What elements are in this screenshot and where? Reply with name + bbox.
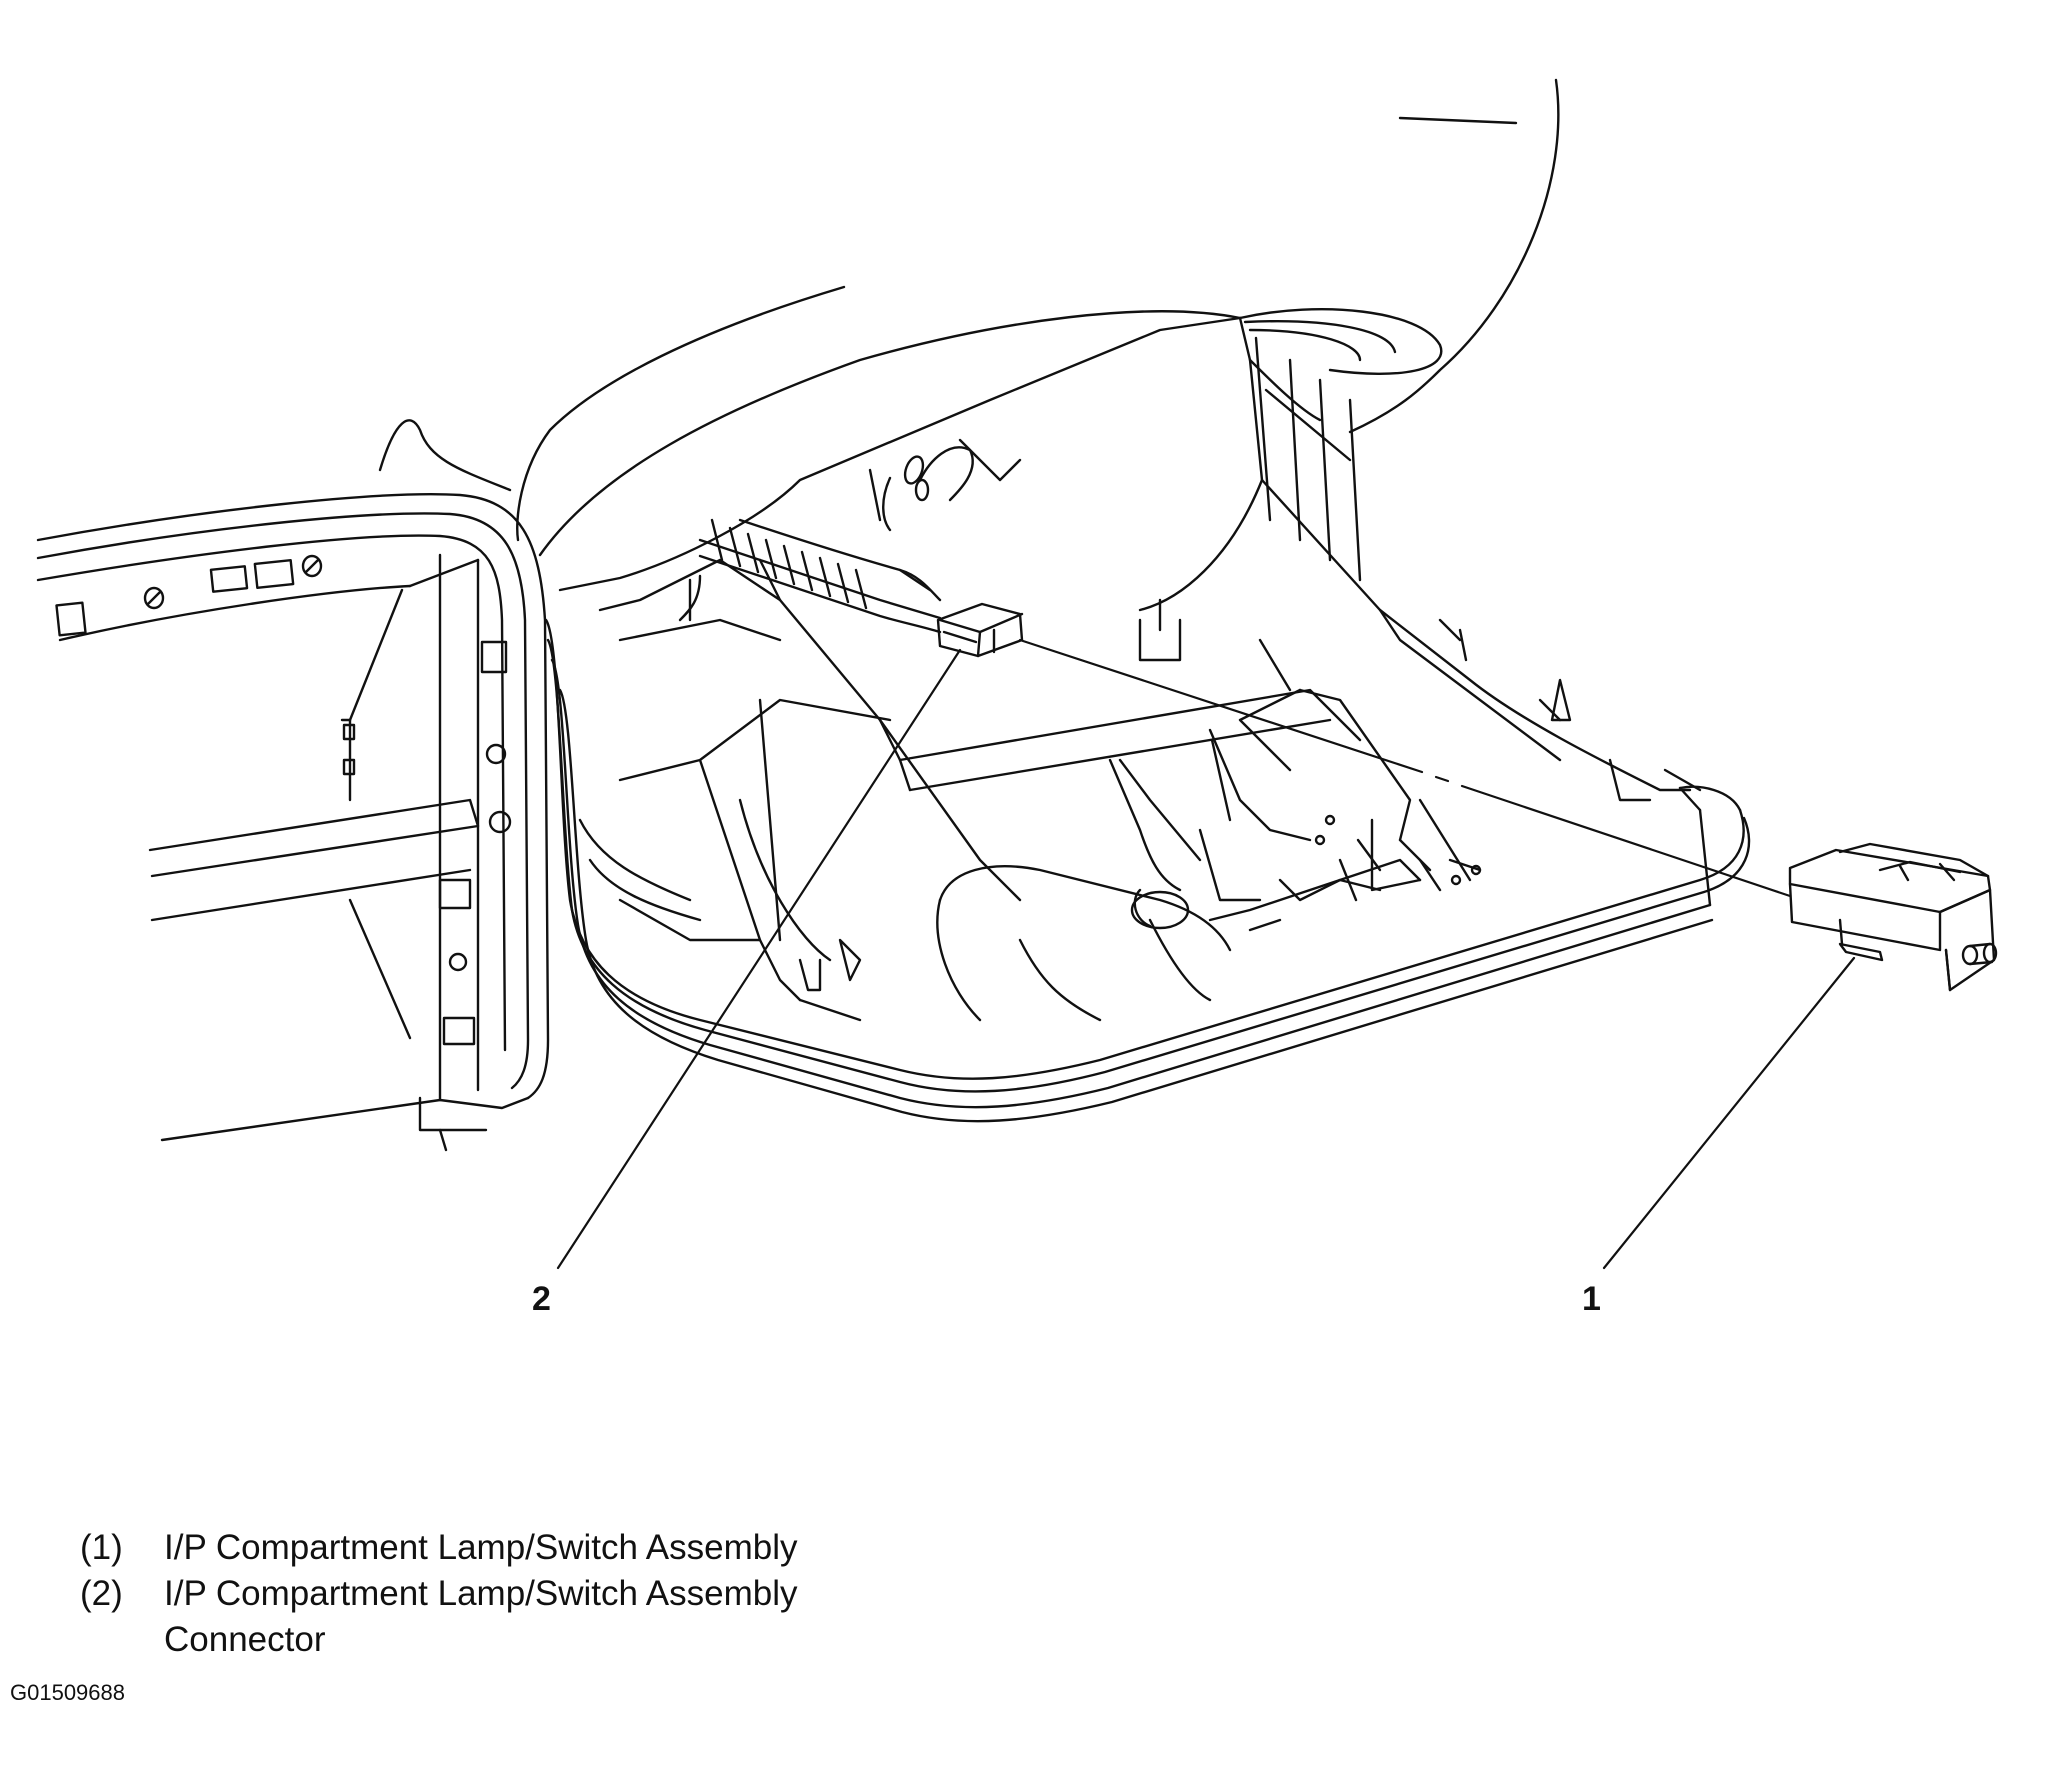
leader-lines bbox=[558, 640, 1854, 1268]
lamp-switch-assembly bbox=[1790, 844, 1996, 990]
callout-2: 2 bbox=[532, 1280, 551, 1318]
legend-item: (2) I/P Compartment Lamp/Switch Assembly… bbox=[80, 1571, 984, 1663]
legend: (1) I/P Compartment Lamp/Switch Assembly… bbox=[80, 1525, 984, 1663]
legend-text: I/P Compartment Lamp/Switch Assembly bbox=[164, 1528, 798, 1567]
legend-number: (2) bbox=[80, 1574, 123, 1613]
dash-top-right bbox=[1350, 80, 1558, 432]
legend-number: (1) bbox=[80, 1528, 123, 1567]
legend-item: (1) I/P Compartment Lamp/Switch Assembly bbox=[80, 1525, 984, 1571]
dash-upper-panel bbox=[380, 287, 1441, 555]
figure-id: G01509688 bbox=[10, 1680, 125, 1705]
glove-box-tub bbox=[560, 318, 1700, 1020]
wiring-harness bbox=[700, 440, 1020, 632]
connector bbox=[938, 604, 1022, 656]
legend-text: I/P Compartment Lamp/Switch Assembly Con… bbox=[164, 1574, 798, 1659]
glove-box-door bbox=[546, 620, 1749, 1121]
center-stack-frame bbox=[38, 494, 548, 1150]
callout-1: 1 bbox=[1582, 1280, 1601, 1318]
